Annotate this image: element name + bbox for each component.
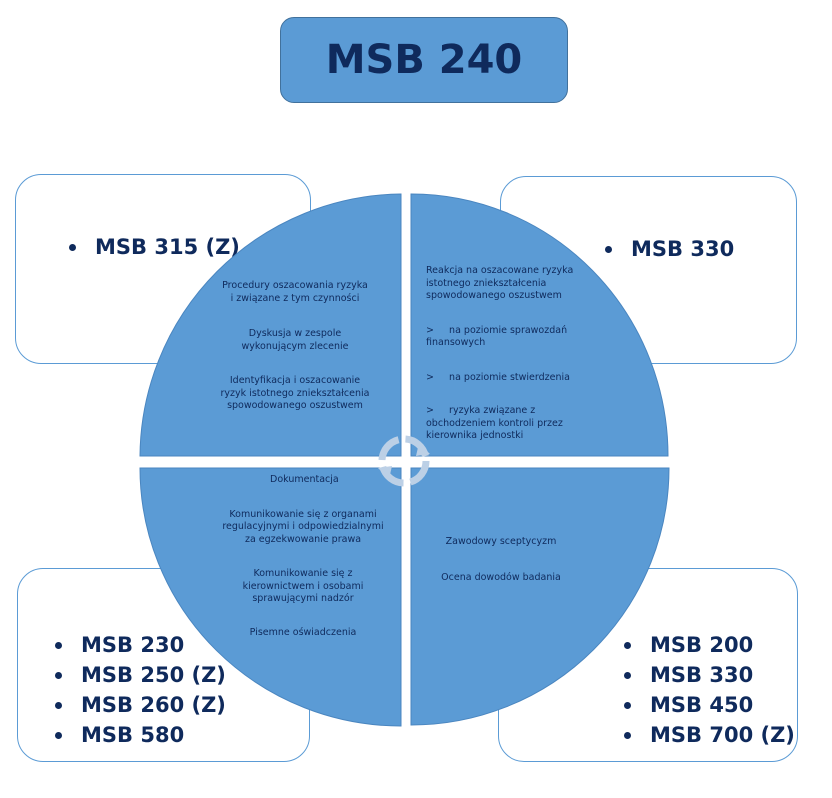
activity-text: spowodowanego oszustwem bbox=[426, 290, 562, 301]
activity-text: istotnego zniekształcenia bbox=[426, 277, 547, 289]
cycle-arrows-icon bbox=[378, 435, 430, 487]
activity-text: sprawującymi nadzór bbox=[252, 593, 354, 604]
standard-item: MSB 580 bbox=[55, 720, 226, 750]
activity-text: ryzyk istotnego zniekształcenia bbox=[220, 387, 370, 399]
activity-text: finansowych bbox=[426, 337, 486, 348]
activity-text: > ryzyka związane z bbox=[426, 405, 536, 416]
activity-text: Dyskusja w zespole bbox=[248, 328, 342, 339]
activity-text: wykonującym zlecenie bbox=[241, 340, 349, 352]
activity-text: Komunikowanie się z bbox=[253, 568, 353, 579]
activity-text: spowodowanego oszustwem bbox=[227, 400, 363, 411]
standard-item: MSB 330 bbox=[624, 660, 795, 690]
activity-text: za egzekwowanie prawa bbox=[244, 533, 362, 545]
diagram-title: MSB 240 bbox=[325, 37, 523, 83]
activity-text: kierownictwem i osobami bbox=[242, 580, 364, 592]
quadrant-top-right bbox=[410, 193, 669, 457]
activity-text: regulacyjnymi i odpowiedzialnymi bbox=[222, 521, 384, 532]
activity-text: Identyfikacja i oszacowanie bbox=[229, 375, 361, 386]
quadrant-bottom-right bbox=[410, 467, 670, 726]
title-box: MSB 240 bbox=[280, 17, 568, 103]
activity-text: Komunikowanie się z organami bbox=[229, 508, 377, 520]
activity-text: Pisemne oświadczenia bbox=[249, 626, 357, 638]
quadrant-bottom-left-text: Dokumentacja Komunikowanie się z organam… bbox=[213, 474, 393, 639]
quadrant-top-left bbox=[139, 193, 402, 457]
standard-item: MSB 330 bbox=[605, 234, 734, 264]
quadrant-top-right-text: Reakcja na oszacowane ryzyka istotnego z… bbox=[426, 265, 626, 443]
standard-item: MSB 450 bbox=[624, 690, 795, 720]
standard-item: MSB 250 (Z) bbox=[55, 660, 226, 690]
activity-text: Zawodowy sceptycyzm bbox=[445, 536, 557, 547]
activity-text: Dokumentacja bbox=[270, 474, 339, 485]
quadrant-bottom-right-text: Zawodowy sceptycyzm Ocena dowodów badani… bbox=[426, 536, 576, 584]
activity-text: Reakcja na oszacowane ryzyka bbox=[426, 265, 574, 276]
activity-text: Ocena dowodów badania bbox=[441, 571, 561, 583]
quadrant-bottom-left bbox=[139, 467, 402, 727]
standard-item: MSB 260 (Z) bbox=[55, 690, 226, 720]
activity-text: kierownika jednostki bbox=[426, 430, 524, 441]
quadrant-top-left-text: Procedury oszacowania ryzyka i związane … bbox=[205, 280, 385, 413]
standard-item: MSB 230 bbox=[55, 630, 226, 660]
activity-text: > na poziomie stwierdzenia bbox=[426, 371, 570, 383]
activity-text: obchodzeniem kontroli przez bbox=[426, 417, 563, 429]
activity-text: Procedury oszacowania ryzyka bbox=[222, 280, 368, 291]
activity-text: > na poziomie sprawozdań bbox=[426, 324, 568, 336]
standard-item: MSB 700 (Z) bbox=[624, 720, 795, 750]
activity-text: i związane z tym czynności bbox=[230, 292, 360, 304]
standard-item: MSB 200 bbox=[624, 630, 795, 660]
standard-item: MSB 315 (Z) bbox=[69, 232, 240, 262]
